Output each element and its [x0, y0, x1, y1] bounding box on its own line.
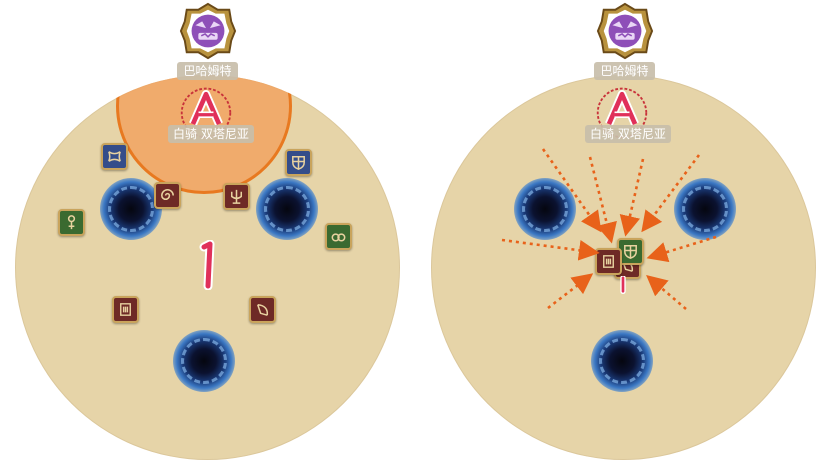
black-hole-portal [256, 178, 318, 240]
number-1-marker: 1 [195, 240, 215, 290]
book-rune-icon [595, 248, 622, 275]
black-hole-portal [514, 178, 576, 240]
book-rune-icon [112, 296, 139, 323]
boss-icon-unit-right: 巴哈姆特 [587, 2, 662, 80]
tower-label: 白骑 双塔尼亚 [168, 125, 254, 143]
boss-icon-unit-left: 巴哈姆特 [170, 2, 245, 80]
number-1-marker-small [620, 276, 626, 294]
demon-face-icon [596, 2, 653, 60]
boss-icon-label: 巴哈姆特 [594, 62, 655, 80]
black-hole-portal [591, 330, 653, 392]
staff-rune-icon [58, 209, 85, 236]
bow-rune-icon [249, 296, 276, 323]
tower-label: 白骑 双塔尼亚 [585, 125, 671, 143]
demon-face-icon [179, 2, 236, 60]
ring-rune-icon [325, 223, 352, 250]
boss-icon-label: 巴哈姆特 [177, 62, 238, 80]
number-1-label: 1 [195, 240, 196, 241]
boss-a-marker-icon [596, 87, 648, 139]
black-hole-portal [100, 178, 162, 240]
black-hole-portal [674, 178, 736, 240]
black-hole-portal [173, 330, 235, 392]
spiral-rune-icon [154, 182, 181, 209]
trident-rune-icon [223, 183, 250, 210]
shield-rune-icon [285, 149, 312, 176]
gear-rune-icon [101, 143, 128, 170]
